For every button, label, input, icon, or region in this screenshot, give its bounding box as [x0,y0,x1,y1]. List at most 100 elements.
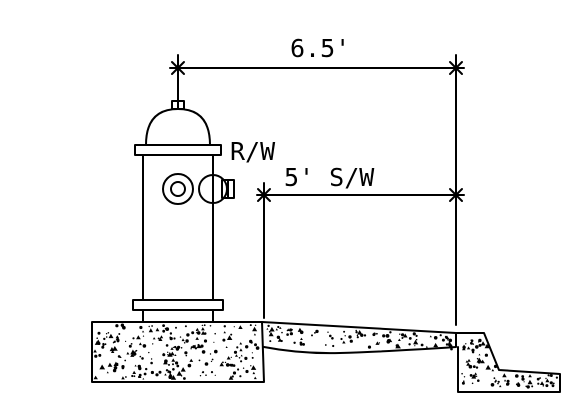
aggregate-speck [162,324,166,327]
aggregate-speck [289,332,293,336]
aggregate-speck [115,335,120,339]
aggregate-speck [223,331,226,334]
aggregate-speck [150,370,154,375]
aggregate-speck [180,347,183,349]
aggregate-speck [176,364,180,368]
aggregate-speck [470,341,473,345]
aggregate-speck [344,335,346,337]
aggregate-speck [150,358,153,360]
aggregate-speck [445,343,449,346]
aggregate-speck [547,374,550,377]
aggregate-speck [113,366,118,370]
aggregate-speck [245,345,249,349]
aggregate-speck [537,382,540,385]
aggregate-speck [385,334,390,338]
aggregate-speck [105,333,108,335]
aggregate-speck [485,364,491,370]
aggregate-speck [506,379,510,383]
aggregate-speck [542,385,545,387]
aggregate-speck [286,329,289,332]
aggregate-speck [472,343,475,345]
aggregate-speck [388,338,393,343]
aggregate-speck [466,362,471,366]
aggregate-speck [205,374,207,377]
aggregate-speck [118,333,121,335]
aggregate-speck [475,366,479,369]
aggregate-speck [447,343,451,347]
aggregate-speck [465,360,469,363]
aggregate-speck [169,336,172,339]
aggregate-speck [445,335,450,340]
aggregate-speck [181,338,185,342]
aggregate-speck [200,344,204,348]
aggregate-speck [213,341,215,343]
aggregate-speck [189,358,194,362]
aggregate-speck [470,339,474,343]
aggregate-speck [143,372,147,376]
aggregate-speck [233,350,238,354]
aggregate-speck [172,346,174,348]
aggregate-speck [214,349,218,354]
aggregate-speck [250,365,257,370]
aggregate-speck [150,361,153,365]
hydrant-top-flange [134,144,222,156]
aggregate-speck [142,330,145,333]
aggregate-speck [269,326,275,332]
aggregate-speck [93,375,98,380]
aggregate-speck [545,378,550,383]
aggregate-speck [239,342,243,345]
aggregate-speck [242,367,245,369]
aggregate-speck [170,375,177,380]
aggregate-speck [515,374,519,378]
aggregate-speck [167,352,173,357]
aggregate-speck [152,343,154,345]
aggregate-speck [128,344,132,348]
overall-dimension: 6.5' [169,34,465,326]
aggregate-speck [134,350,137,352]
aggregate-speck [342,340,346,344]
aggregate-speck [142,344,147,348]
aggregate-speck [357,330,363,335]
aggregate-speck [493,364,498,369]
aggregate-speck [232,371,237,375]
aggregate-speck [115,324,119,328]
aggregate-speck [253,376,257,380]
aggregate-speck [98,353,102,357]
aggregate-speck [198,359,201,362]
aggregate-speck [349,339,353,343]
aggregate-speck [471,374,477,379]
aggregate-speck [478,343,482,347]
aggregate-speck [231,375,234,378]
aggregate-speck [378,342,381,344]
aggregate-speck [463,376,466,378]
aggregate-speck [170,347,174,350]
aggregate-speck [499,385,502,388]
aggregate-speck [230,356,232,358]
aggregate-speck [203,324,206,327]
aggregate-speck [249,339,253,344]
aggregate-speck [175,326,177,329]
aggregate-speck [209,325,212,327]
aggregate-speck [545,384,549,388]
aggregate-speck [126,351,130,355]
right-of-way-label: R/W [230,137,276,166]
aggregate-speck [222,361,224,364]
aggregate-speck [162,329,166,333]
hydrant-pad-concrete [91,321,265,383]
aggregate-speck [168,363,170,366]
aggregate-speck [222,338,226,342]
overall-dimension-label: 6.5' [290,34,350,63]
aggregate-speck [115,336,120,341]
aggregate-speck [395,345,398,347]
aggregate-speck [425,345,428,348]
aggregate-speck [94,354,98,358]
aggregate-speck [182,369,184,372]
aggregate-speck [494,379,498,382]
aggregate-speck [94,341,100,345]
aggregate-speck [226,356,231,360]
aggregate-speck [297,327,303,332]
aggregate-speck [210,371,214,374]
aggregate-speck [311,334,313,337]
aggregate-speck [549,381,553,385]
aggregate-speck [169,332,173,335]
